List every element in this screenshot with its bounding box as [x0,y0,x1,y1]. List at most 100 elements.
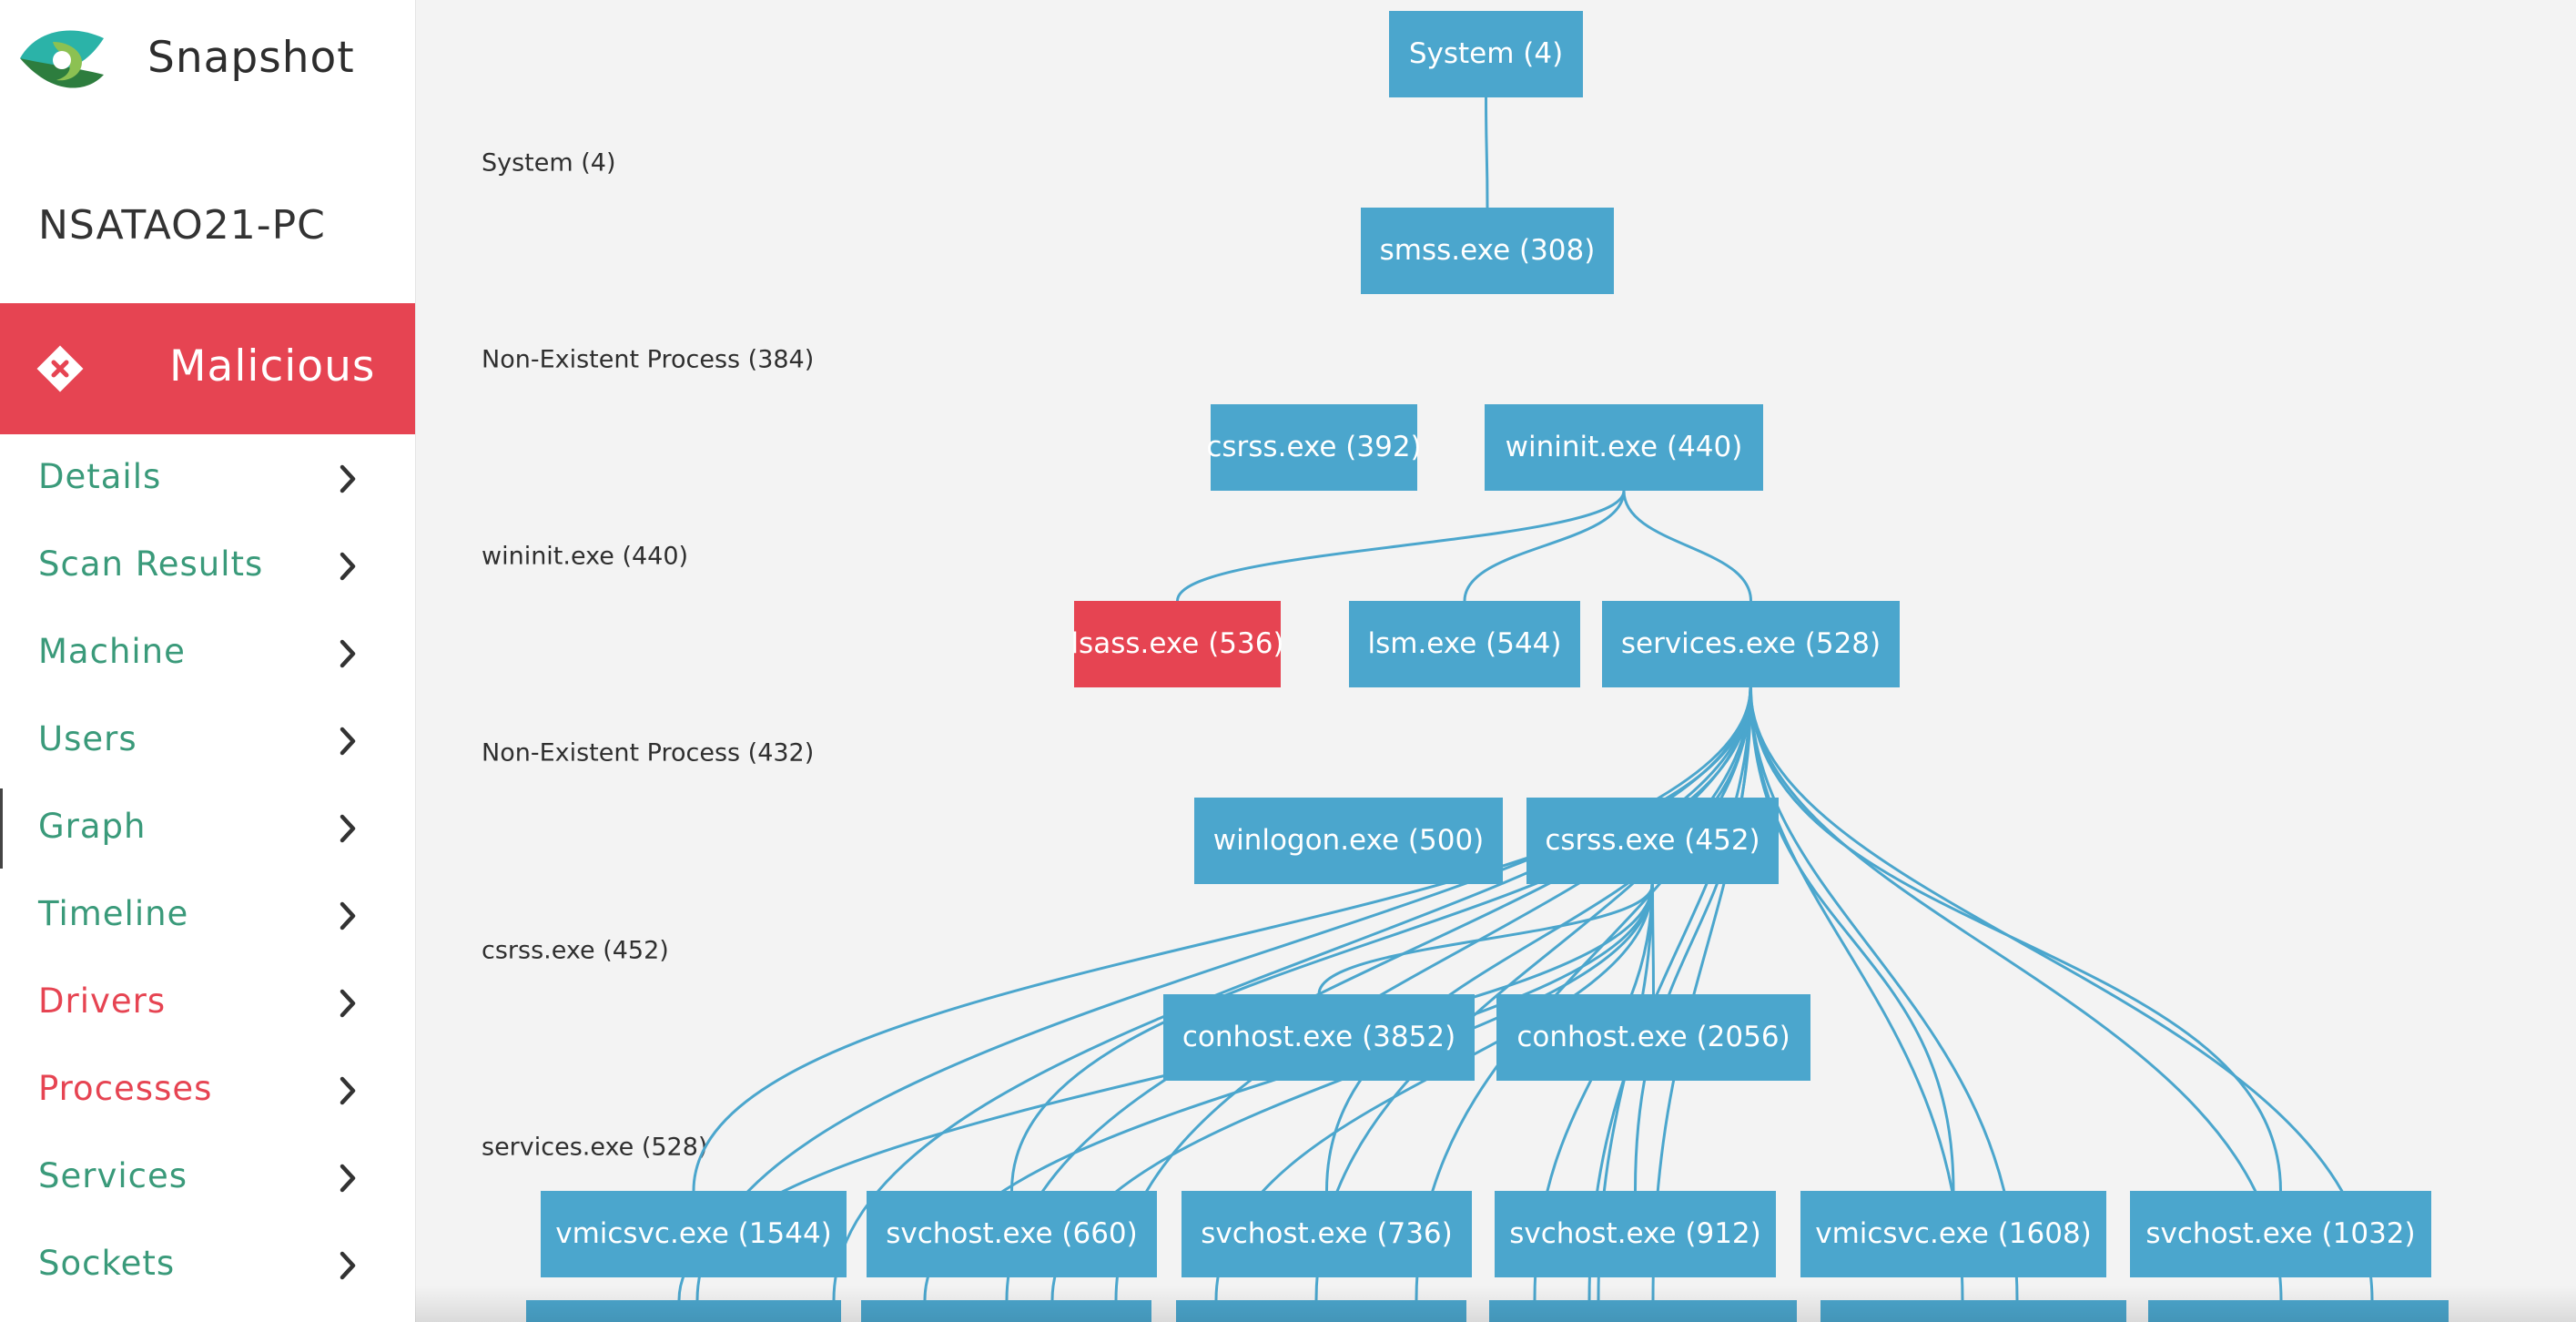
process-node-conhost3852[interactable]: conhost.exe (3852) [1163,994,1475,1081]
sidebar-item-scan-results[interactable]: Scan Results [0,523,415,610]
process-node-label: vmicsvc.exe (1608) [1815,1217,2092,1250]
level-labels: System (4)Non-Existent Process (384)wini… [482,149,814,1162]
level-label: Non-Existent Process (384) [482,346,814,374]
graph-edge [1317,883,1654,995]
sidebar-item-label: Processes [38,1069,213,1108]
process-node-partial[interactable] [1176,1300,1466,1322]
process-node-box[interactable] [1389,11,1583,97]
process-node-partial[interactable] [861,1300,1151,1322]
level-label: services.exe (528) [482,1134,707,1162]
process-node-partial[interactable] [1820,1300,2126,1322]
process-node-vmicsvc1544[interactable]: vmicsvc.exe (1544) [541,1191,847,1277]
verdict-banner[interactable]: Malicious [0,303,415,434]
graph-edge [1749,686,2374,1301]
process-node-label: lsm.exe (544) [1367,627,1561,660]
graph-edge [832,686,1752,1301]
verdict-label: Malicious [169,341,376,392]
process-node-box[interactable] [867,1191,1157,1277]
process-node-box[interactable] [1211,404,1417,491]
process-node-partial[interactable] [526,1300,841,1322]
sidebar-item-graph[interactable]: Graph [0,785,415,872]
process-node-winlogon[interactable]: winlogon.exe (500) [1194,798,1503,884]
chevron-right-icon [340,1164,356,1193]
sidebar-item-label: Drivers [38,981,167,1021]
process-node-svchost1032[interactable]: svchost.exe (1032) [2130,1191,2431,1277]
process-node-box[interactable] [1800,1191,2106,1277]
process-graph[interactable]: System (4) Non-Existent Process (384) wini… [415,0,2576,1322]
graph-nodes: System (4) smss.exe (308) csrss.exe (392) w… [526,11,2449,1322]
process-node-box[interactable] [1485,404,1763,491]
process-node-csrss392[interactable]: csrss.exe (392) [1206,404,1422,491]
process-node-label: services.exe (528) [1621,627,1881,660]
process-node-svchost912[interactable]: svchost.exe (912) [1495,1191,1776,1277]
graph-edge [1622,490,1752,602]
process-node-box[interactable] [1163,994,1475,1081]
process-node-box[interactable] [1496,994,1810,1081]
process-node-lsass[interactable]: lsass.exe (536) [1070,601,1284,687]
graph-edge [1485,97,1489,208]
process-node-svchost736[interactable]: svchost.exe (736) [1182,1191,1472,1277]
chevron-right-icon [340,1076,356,1105]
sidebar-item-sockets[interactable]: Sockets [0,1222,415,1309]
process-node-label: svchost.exe (912) [1509,1217,1761,1250]
process-node-label: svchost.exe (660) [886,1217,1138,1250]
sidebar-item-timeline[interactable]: Timeline [0,872,415,960]
graph-edge [1749,686,1955,1192]
level-label: Non-Existent Process (432) [482,739,814,768]
process-node-label: conhost.exe (2056) [1516,1021,1790,1053]
process-node-lsm[interactable]: lsm.exe (544) [1349,601,1580,687]
process-node-box[interactable] [1074,601,1281,687]
chevron-right-icon [340,1251,356,1280]
chevron-right-icon [340,814,356,843]
level-label: csrss.exe (452) [482,937,669,965]
sidebar-item-label: Machine [38,632,186,671]
process-node-box[interactable] [1495,1191,1776,1277]
level-label: wininit.exe (440) [482,543,688,571]
process-node-label: csrss.exe (452) [1545,824,1760,857]
diamond-x-icon [36,345,84,392]
graph-edge [1005,686,1752,1301]
sidebar-item-drivers[interactable]: Drivers [0,960,415,1047]
process-node-svchost660[interactable]: svchost.exe (660) [867,1191,1157,1277]
sidebar-item-label: Timeline [38,894,189,933]
process-node-smss[interactable]: smss.exe (308) [1361,208,1614,294]
chevron-right-icon [340,727,356,756]
process-node-box[interactable] [1602,601,1900,687]
sidebar-item-details[interactable]: Details [0,435,415,523]
sidebar-item-label: Services [38,1156,188,1195]
process-node-vmicsvc1608[interactable]: vmicsvc.exe (1608) [1800,1191,2106,1277]
process-node-box[interactable] [1361,208,1614,294]
chevron-right-icon [340,989,356,1018]
process-node-label: svchost.exe (1032) [2145,1217,2415,1250]
sidebar-item-users[interactable]: Users [0,697,415,785]
snapshot-logo-icon [20,30,104,88]
process-node-partial[interactable] [1489,1300,1797,1322]
graph-edge [1463,490,1626,602]
graph-edge [1651,686,1752,1301]
process-node-csrss452[interactable]: csrss.exe (452) [1526,798,1779,884]
process-node-system[interactable]: System (4) [1389,11,1583,97]
process-node-label: vmicsvc.exe (1544) [555,1217,832,1250]
sidebar-item-services[interactable]: Services [0,1134,415,1222]
sidebar-item-processes[interactable]: Processes [0,1047,415,1134]
process-node-label: smss.exe (308) [1380,234,1596,267]
process-node-box[interactable] [1182,1191,1472,1277]
sidebar-item-label: Sockets [38,1244,176,1283]
process-node-label: lsass.exe (536) [1070,627,1283,660]
process-node-label: csrss.exe (392) [1206,431,1421,463]
process-node-box[interactable] [2130,1191,2431,1277]
process-node-services[interactable]: services.exe (528) [1602,601,1900,687]
process-node-box[interactable] [541,1191,847,1277]
graph-edge [1314,686,1752,1301]
process-node-box[interactable] [1194,798,1503,884]
sidebar-item-machine[interactable]: Machine [0,610,415,697]
process-node-partial[interactable] [2148,1300,2449,1322]
process-node-box[interactable] [1526,798,1779,884]
graph-edge [1749,686,2019,1301]
process-node-box[interactable] [1349,601,1580,687]
process-node-wininit[interactable]: wininit.exe (440) [1485,404,1763,491]
graph-edge [1176,490,1626,602]
sidebar-item-label: Scan Results [38,544,264,584]
sidebar-item-label: Graph [38,807,147,846]
process-node-conhost2056[interactable]: conhost.exe (2056) [1496,994,1810,1081]
